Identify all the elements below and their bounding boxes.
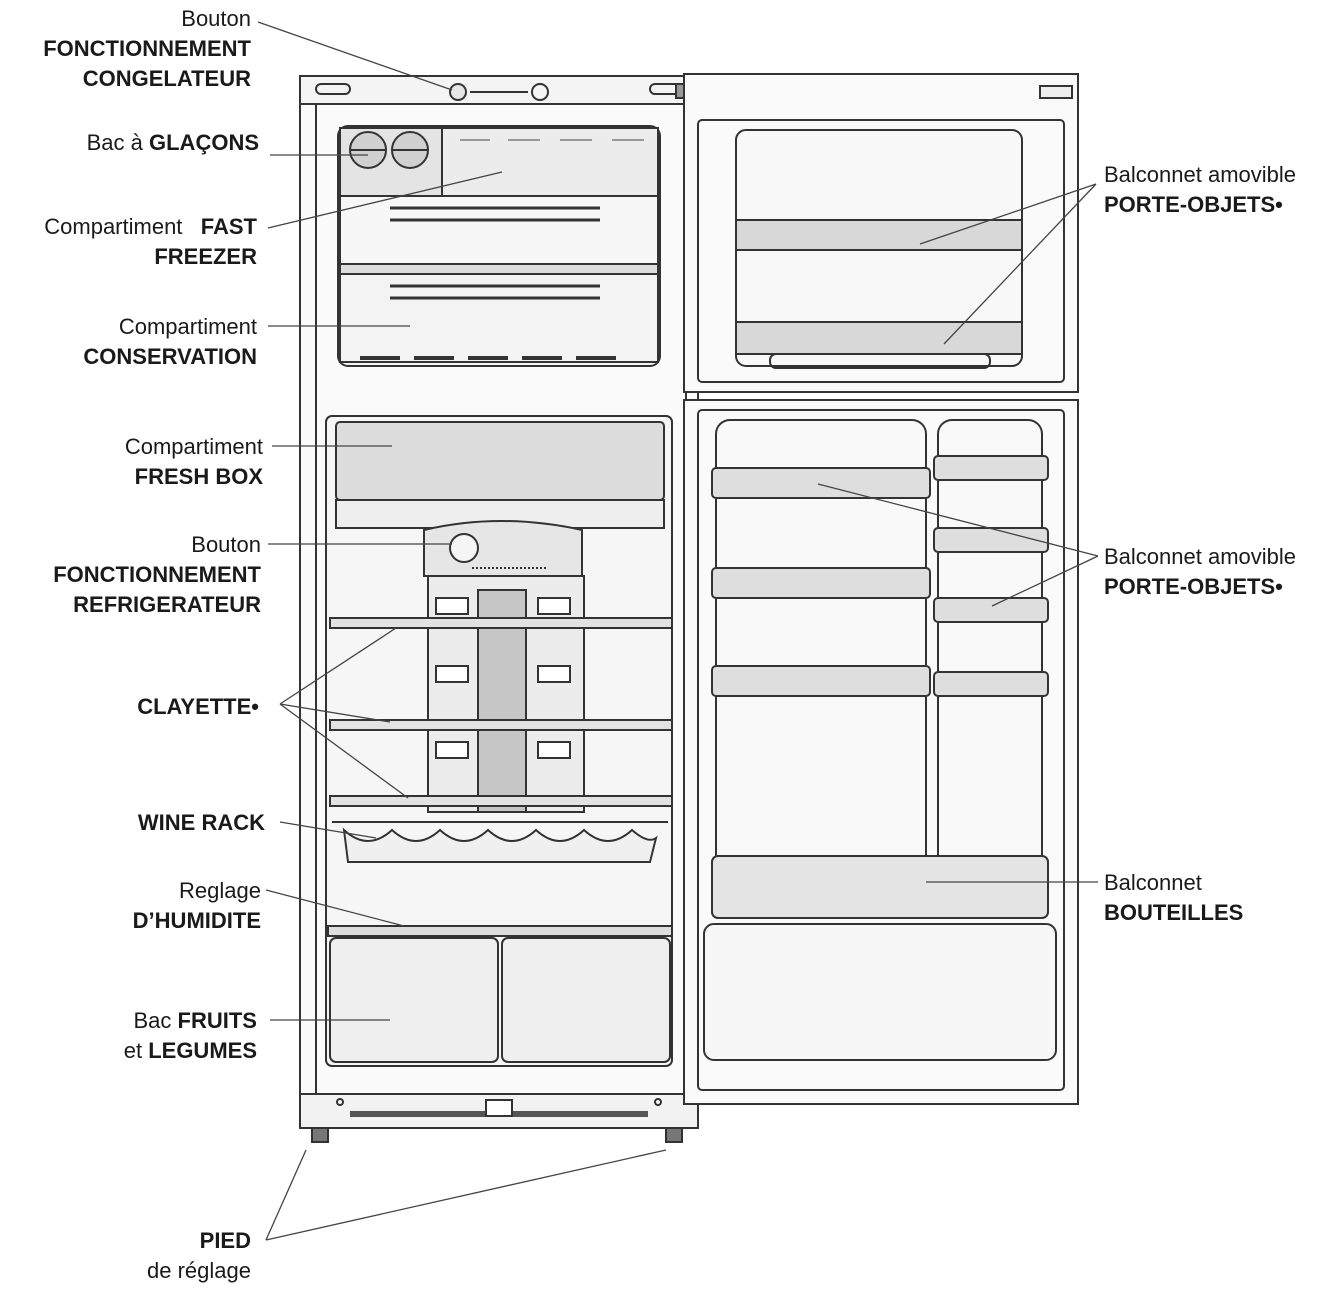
bottle-balcony — [711, 855, 1049, 919]
door-balcony-right-1 — [933, 455, 1049, 481]
door-balcony-left-1 — [711, 467, 931, 499]
label-fridge-button: Bouton FONCTIONNEMENT REFRIGERATEUR — [53, 532, 261, 617]
conservation-compartment — [339, 273, 659, 363]
label-foot: PIED de réglage — [147, 1228, 251, 1283]
door-balcony-right-3 — [933, 597, 1049, 623]
fresh-box — [335, 421, 665, 501]
label-ice-tray: Bac à GLAÇONS — [86, 130, 259, 155]
label-shelf: CLAYETTE• — [137, 694, 259, 719]
door-balcony-left-3 — [711, 665, 931, 697]
shelf-2 — [329, 719, 673, 731]
label-fridge-door-balcony: Balconnet amovible PORTE-OBJETS• — [1104, 544, 1297, 599]
freezer-door-balcony-2 — [735, 321, 1023, 355]
foot-left — [311, 1127, 329, 1143]
label-humidity: Reglage D’HUMIDITE — [132, 878, 261, 933]
label-conservation: Compartiment CONSERVATION — [83, 314, 257, 369]
fridge-control-housing — [423, 520, 583, 577]
crisper-left — [329, 937, 499, 1063]
door-balcony-left-2 — [711, 567, 931, 599]
shelf-3 — [329, 795, 673, 807]
door-balcony-right-2 — [933, 527, 1049, 553]
top-control-strip — [299, 75, 699, 105]
label-fast-freezer: Compartiment FAST FREEZER — [44, 214, 257, 269]
fridge-knob — [449, 533, 479, 563]
wine-rack — [342, 827, 658, 863]
label-wine-rack: WINE RACK — [137, 810, 265, 835]
foot-right — [665, 1127, 683, 1143]
label-fresh-box: Compartiment FRESH BOX — [124, 434, 263, 489]
label-bottle-balcony: Balconnet BOUTEILLES — [1104, 870, 1244, 925]
fast-freezer — [441, 127, 659, 197]
label-freezer-button: Bouton FONCTIONNEMENT CONGELATEUR — [43, 6, 251, 91]
door-balcony-right-4 — [933, 671, 1049, 697]
label-crisper: Bac FRUITS et LEGUMES — [123, 1008, 257, 1063]
shelf-1 — [329, 617, 673, 629]
humidity-cover — [327, 925, 673, 937]
crisper-right — [501, 937, 671, 1063]
freezer-knob — [449, 83, 467, 101]
label-freezer-door-balcony: Balconnet amovible PORTE-OBJETS• — [1104, 162, 1297, 217]
